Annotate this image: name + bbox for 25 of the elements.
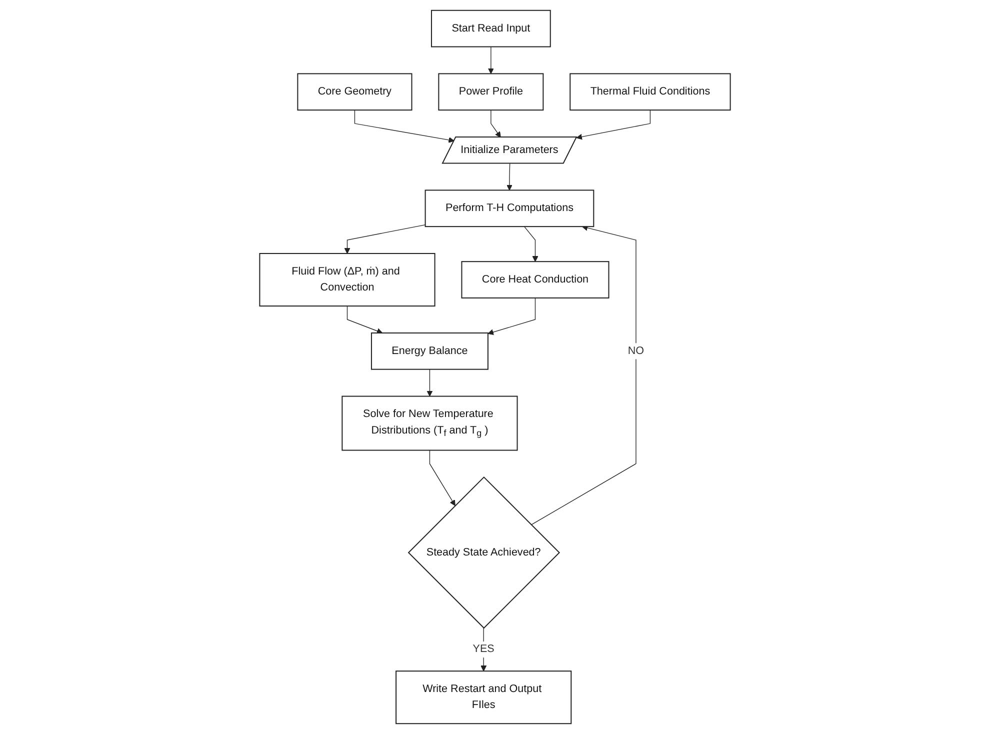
node-box: Write Restart and Output FIles bbox=[396, 670, 572, 724]
arrow bbox=[576, 110, 651, 140]
node-box: Fluid Flow (ΔP, ṁ) and Convection bbox=[259, 253, 436, 307]
node-diamond: Steady State Achieved? bbox=[408, 476, 560, 629]
arrow bbox=[506, 163, 512, 190]
edge-label: YES bbox=[472, 643, 494, 655]
arrow bbox=[490, 110, 501, 138]
node-box: Perform T-H Computations bbox=[424, 190, 594, 228]
arrow bbox=[524, 226, 538, 262]
arrow bbox=[344, 224, 426, 254]
node-box: Core Heat Conduction bbox=[461, 261, 610, 298]
arrow bbox=[488, 298, 536, 335]
node-box: Thermal Fluid Conditions bbox=[570, 73, 731, 111]
arrow bbox=[346, 306, 383, 334]
arrow bbox=[354, 110, 454, 143]
edge-label: NO bbox=[628, 345, 644, 357]
node-box: Power Profile bbox=[438, 73, 544, 111]
node-box: Energy Balance bbox=[370, 332, 488, 370]
arrow bbox=[480, 628, 487, 672]
node-box: Core Geometry bbox=[297, 73, 412, 111]
node-box: Solve for New Temperature Distributions (T$_{f}$ and T$_{g}$ ) bbox=[342, 396, 518, 451]
arrow bbox=[429, 450, 456, 506]
arrow bbox=[426, 369, 433, 397]
arrow bbox=[488, 46, 494, 74]
node-box: Start Read Input bbox=[431, 10, 551, 48]
